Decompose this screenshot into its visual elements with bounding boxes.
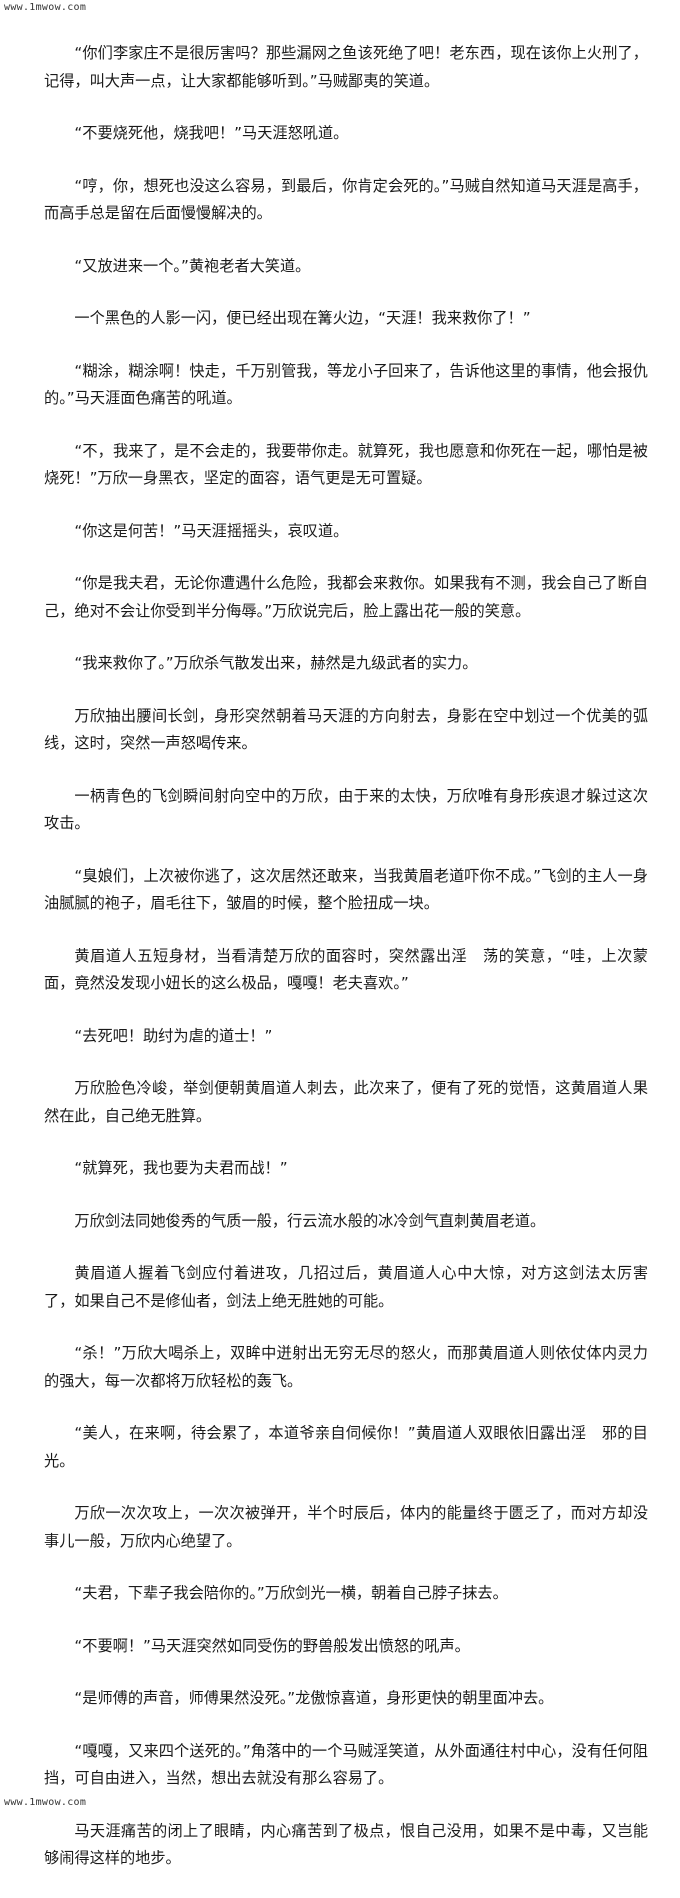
paragraph: “嘎嘎，又来四个送死的。”角落中的一个马贼淫笑道，从外面通往村中心，没有任何阻挡… [44, 1741, 648, 1788]
paragraph: 一柄青色的飞剑瞬间射向空中的万欣，由于来的太快，万欣唯有身形疾退才躲过这次攻击。 [44, 786, 648, 833]
paragraph: “臭娘们，上次被你逃了，这次居然还敢来，当我黄眉老道吓你不成。”飞剑的主人一身油… [44, 866, 648, 913]
paragraph: “不，我来了，是不会走的，我要带你走。就算死，我也愿意和你死在一起，哪怕是被烧死… [44, 441, 648, 488]
paragraph: “去死吧！助纣为虐的道士！” [74, 1026, 273, 1045]
paragraph: 万欣一次次攻上，一次次被弹开，半个时辰后，体内的能量终于匮乏了，而对方却没事儿一… [44, 1504, 648, 1550]
paragraph: “不要啊！”马天涯突然如同受伤的野兽般发出愤怒的吼声。 [74, 1636, 470, 1655]
paragraph: “就算死，我也要为夫君而战！” [74, 1159, 288, 1177]
paragraph: “美人，在来啊，待会累了，本道爷亲自伺候你！”黄眉道人双眼依旧露出淫 邪的目光。 [44, 1424, 648, 1470]
paragraph: “你们李家庄不是很厉害吗？那些漏网之鱼该死绝了吧！老东西，现在该你上火刑了，记得… [44, 44, 648, 90]
watermark-bottom: www.1mwow.com [4, 1797, 87, 1808]
paragraph: “糊涂，糊涂啊！快走，千万别管我，等龙小子回来了，告诉他这里的事情，他会报仇的。… [44, 361, 648, 408]
paragraph: 一个黑色的人影一闪，便已经出现在篝火边，“天涯！我来救你了！” [74, 309, 531, 327]
paragraph: “是师傅的声音，师傅果然没死。”龙傲惊喜道，身形更快的朝里面冲去。 [74, 1689, 554, 1707]
watermark-top: www.1mwow.com [4, 2, 87, 13]
paragraph: “你是我夫君，无论你遭遇什么危险，我都会来救你。如果我有不测，我会自己了断自己，… [44, 574, 648, 620]
paragraph: “又放进来一个。”黄袍老者大笑道。 [74, 256, 311, 275]
paragraph: 黄眉道人五短身材，当看清楚万欣的面容时，突然露出淫 荡的笑意，“哇，上次蒙面，竟… [44, 946, 648, 993]
paragraph: “你这是何苦！”马天涯摇摇头，哀叹道。 [74, 521, 349, 540]
paragraph: “哼，你，想死也没这么容易，到最后，你肯定会死的。”马贼自然知道马天涯是高手，而… [44, 176, 648, 223]
article-body: “你们李家庄不是很厉害吗？那些漏网之鱼该死绝了吧！老东西，现在该你上火刑了，记得… [44, 40, 648, 1898]
paragraph: “杀！”万欣大喝杀上，双眸中迸射出无穷无尽的怒火，而那黄眉道人则依仗体内灵力的强… [44, 1344, 648, 1390]
paragraph: 万欣脸色冷峻，举剑便朝黄眉道人刺去，此次来了，便有了死的觉悟，这黄眉道人果然在此… [44, 1079, 648, 1125]
paragraph: 万欣剑法同她俊秀的气质一般，行云流水般的冰冷剑气直刺黄眉老道。 [74, 1211, 546, 1230]
paragraph: 万欣抽出腰间长剑，身形突然朝着马天涯的方向射去，身影在空中划过一个优美的弧线，这… [44, 706, 648, 753]
paragraph: “我来救你了。”万欣杀气散发出来，赫然是九级武者的实力。 [74, 654, 478, 672]
paragraph: 黄眉道人握着飞剑应付着进攻，几招过后，黄眉道人心中大惊，对方这剑法太厉害了，如果… [44, 1264, 648, 1310]
paragraph: “夫君，下辈子我会陪你的。”万欣剑光一横，朝着自己脖子抹去。 [74, 1584, 508, 1602]
paragraph: “不要烧死他，烧我吧！”马天涯怒吼道。 [74, 124, 349, 142]
paragraph: 马天涯痛苦的闭上了眼睛，内心痛苦到了极点，恨自己没用，如果不是中毒，又岂能够闹得… [44, 1821, 648, 1868]
